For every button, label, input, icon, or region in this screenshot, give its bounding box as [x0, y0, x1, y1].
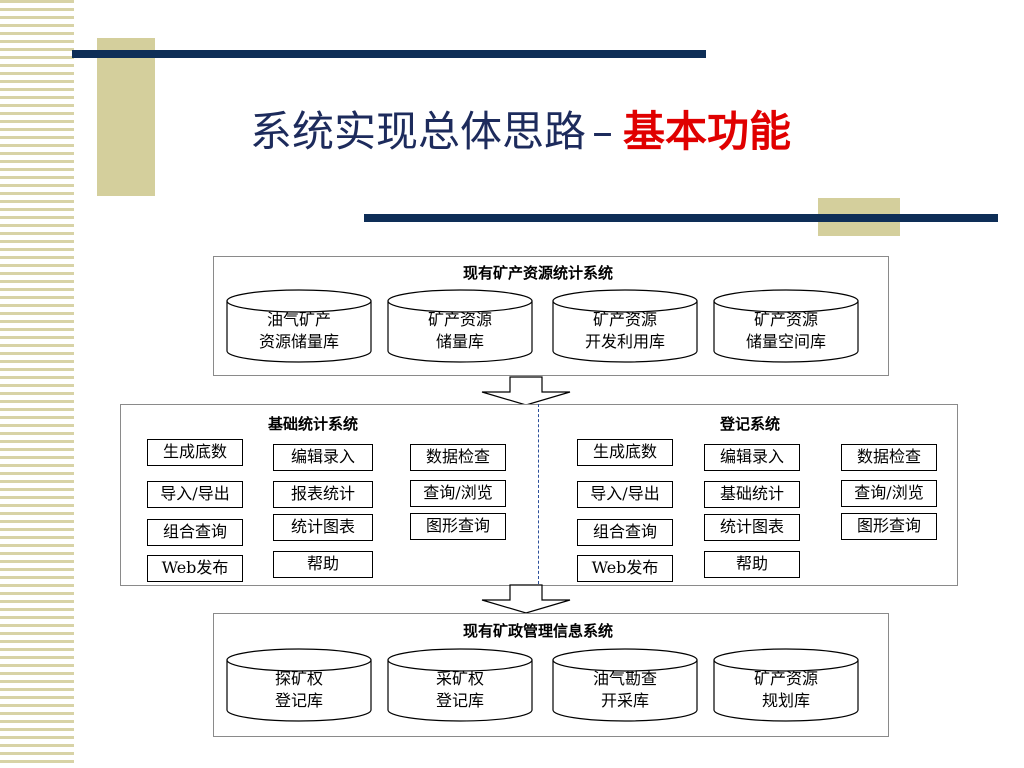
- database-icon: [713, 648, 859, 722]
- function-box: 数据检查: [410, 444, 506, 471]
- title-main: 系统实现总体思路: [250, 107, 587, 156]
- database-icon: [387, 648, 533, 722]
- function-box: 编辑录入: [704, 444, 800, 471]
- database-icon: [552, 289, 698, 363]
- database-cylinder: 油气矿产 资源储量库: [226, 287, 372, 363]
- function-box: 数据检查: [841, 444, 937, 471]
- function-box: 图形查询: [410, 513, 506, 540]
- navy-rule-bottom: [364, 214, 998, 222]
- function-box: 生成底数: [577, 439, 673, 466]
- function-box: 导入/导出: [147, 481, 243, 508]
- down-arrow-icon: [481, 376, 571, 406]
- function-box: 查询/浏览: [841, 480, 937, 507]
- function-box: 报表统计: [273, 481, 373, 508]
- database-cylinder: 矿产资源 储量库: [387, 287, 533, 363]
- function-box: Web发布: [147, 555, 243, 582]
- function-box: 帮助: [704, 551, 800, 578]
- striped-margin: [0, 0, 74, 768]
- function-box: 帮助: [273, 551, 373, 578]
- database-cylinder: 探矿权 登记库: [226, 646, 372, 722]
- database-icon: [387, 289, 533, 363]
- right-system-title: 登记系统: [720, 415, 781, 433]
- function-box: 统计图表: [704, 514, 800, 541]
- panel-mining-mgmt-system-title: 现有矿政管理信息系统: [463, 622, 614, 640]
- title-dash: –: [592, 107, 614, 156]
- database-cylinder: 矿产资源 规划库: [713, 646, 859, 722]
- title-highlight: 基本功能: [623, 107, 792, 156]
- panel-middle-systems: [120, 404, 958, 586]
- function-box: 生成底数: [147, 439, 243, 466]
- database-label: 油气勘查 开采库: [592, 669, 657, 710]
- database-label: 采矿权 登记库: [435, 669, 484, 710]
- database-cylinder: 油气勘查 开采库: [552, 646, 698, 722]
- function-box: 基础统计: [704, 481, 800, 508]
- slide-title: 系统实现总体思路–基本功能: [250, 106, 791, 158]
- down-arrow-icon: [481, 584, 571, 614]
- database-label: 矿产资源 规划库: [753, 669, 818, 710]
- function-box: 组合查询: [577, 519, 673, 546]
- database-cylinder: 矿产资源 开发利用库: [552, 287, 698, 363]
- database-label: 探矿权 登记库: [274, 669, 323, 710]
- database-label: 矿产资源 储量空间库: [745, 310, 826, 351]
- database-cylinder: 采矿权 登记库: [387, 646, 533, 722]
- dashed-divider: [538, 404, 539, 584]
- panel-stats-system-title: 现有矿产资源统计系统: [463, 264, 614, 282]
- database-label: 油气矿产 资源储量库: [258, 310, 339, 351]
- left-system-title: 基础统计系统: [268, 415, 359, 433]
- function-box: 编辑录入: [273, 444, 373, 471]
- database-icon: [713, 289, 859, 363]
- database-cylinder: 矿产资源 储量空间库: [713, 287, 859, 363]
- database-icon: [226, 648, 372, 722]
- function-box: 图形查询: [841, 513, 937, 540]
- database-icon: [226, 289, 372, 363]
- navy-rule-top: [72, 50, 706, 58]
- database-icon: [552, 648, 698, 722]
- function-box: 导入/导出: [577, 481, 673, 508]
- function-box: 查询/浏览: [410, 480, 506, 507]
- function-box: 组合查询: [147, 519, 243, 546]
- function-box: 统计图表: [273, 514, 373, 541]
- database-label: 矿产资源 储量库: [427, 310, 492, 351]
- database-label: 矿产资源 开发利用库: [584, 310, 665, 351]
- function-box: Web发布: [577, 555, 673, 582]
- tan-accent-block-top: [97, 38, 155, 196]
